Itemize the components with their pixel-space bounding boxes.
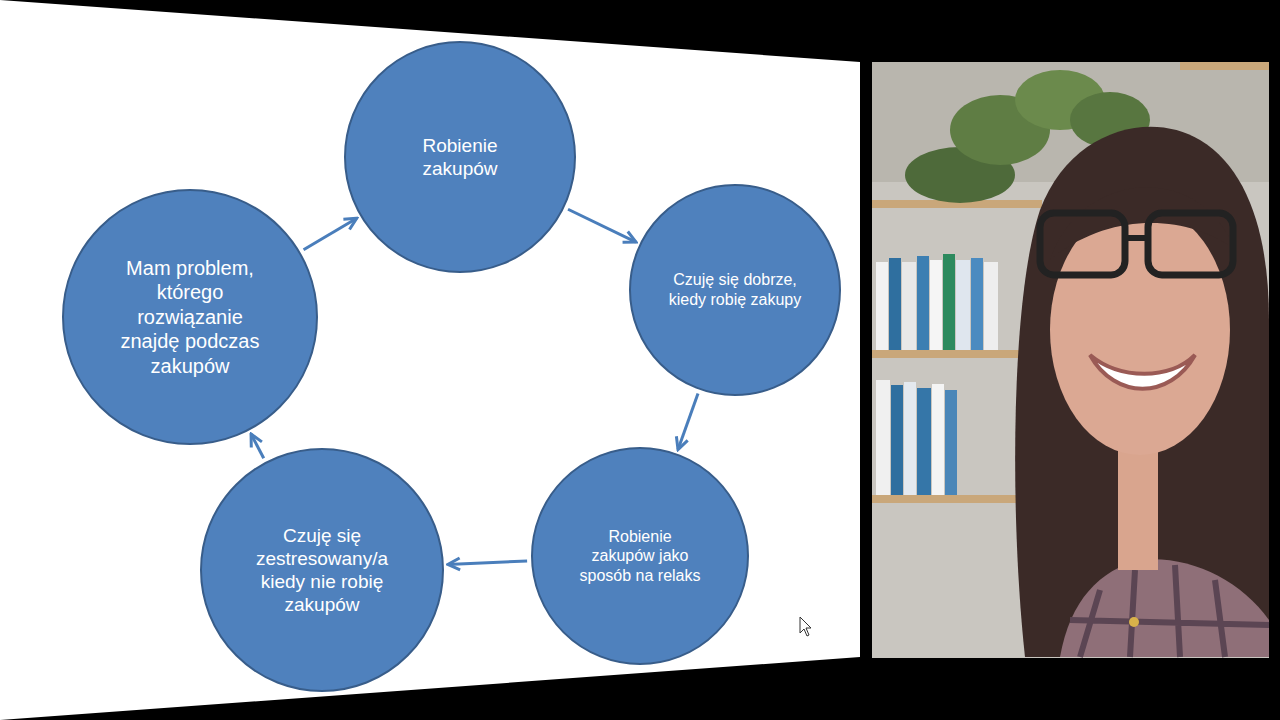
node-text: Czuję się dobrze, kiedy robię zakupy xyxy=(665,270,805,309)
cycle-arrow xyxy=(568,209,636,242)
shelf-board xyxy=(872,350,1042,358)
mouse-cursor xyxy=(800,617,811,636)
process-circle: Robienie zakupów xyxy=(344,41,576,273)
circle-content: Czuję się dobrze, kiedy robię zakupy xyxy=(629,184,841,396)
node-text: Czuję się zestresowany/a kiedy nie robię… xyxy=(240,524,405,617)
process-circle: Mam problem, którego rozwiązanie znajdę … xyxy=(62,189,318,445)
node-text: Mam problem, którego rozwiązanie znajdę … xyxy=(108,256,273,378)
node-text: Robienie zakupów jako sposób na relaks xyxy=(578,527,703,586)
cycle-arrow xyxy=(448,561,527,564)
circle-outline xyxy=(629,184,841,396)
circle-content: Robienie zakupów jako sposób na relaks xyxy=(531,447,749,665)
circle-content: Robienie zakupów xyxy=(344,41,576,273)
circle-content: Mam problem, którego rozwiązanie znajdę … xyxy=(62,189,318,445)
circle-content: Czuję się zestresowany/a kiedy nie robię… xyxy=(200,448,444,692)
process-circle: Czuję się dobrze, kiedy robię zakupy xyxy=(629,184,841,396)
process-circle: Czuję się zestresowany/a kiedy nie robię… xyxy=(200,448,444,692)
cycle-arrow xyxy=(251,434,264,458)
person xyxy=(1015,127,1269,657)
circle-shape xyxy=(630,185,840,395)
circle-outline xyxy=(344,41,576,273)
circle-shape xyxy=(345,42,575,272)
shelf-board xyxy=(1180,62,1269,70)
slide-panel xyxy=(0,0,860,720)
circle-shape xyxy=(201,449,443,691)
node-text: Robienie zakupów xyxy=(395,134,525,180)
video-frame xyxy=(872,62,1269,658)
circle-shape xyxy=(532,448,748,664)
books xyxy=(876,254,998,495)
circle-outline xyxy=(200,448,444,692)
cycle-arrow xyxy=(304,218,357,250)
circle-shape xyxy=(63,190,317,444)
process-circle: Robienie zakupów jako sposób na relaks xyxy=(531,447,749,665)
wall xyxy=(872,62,1269,658)
cycle-arrow xyxy=(678,394,698,450)
